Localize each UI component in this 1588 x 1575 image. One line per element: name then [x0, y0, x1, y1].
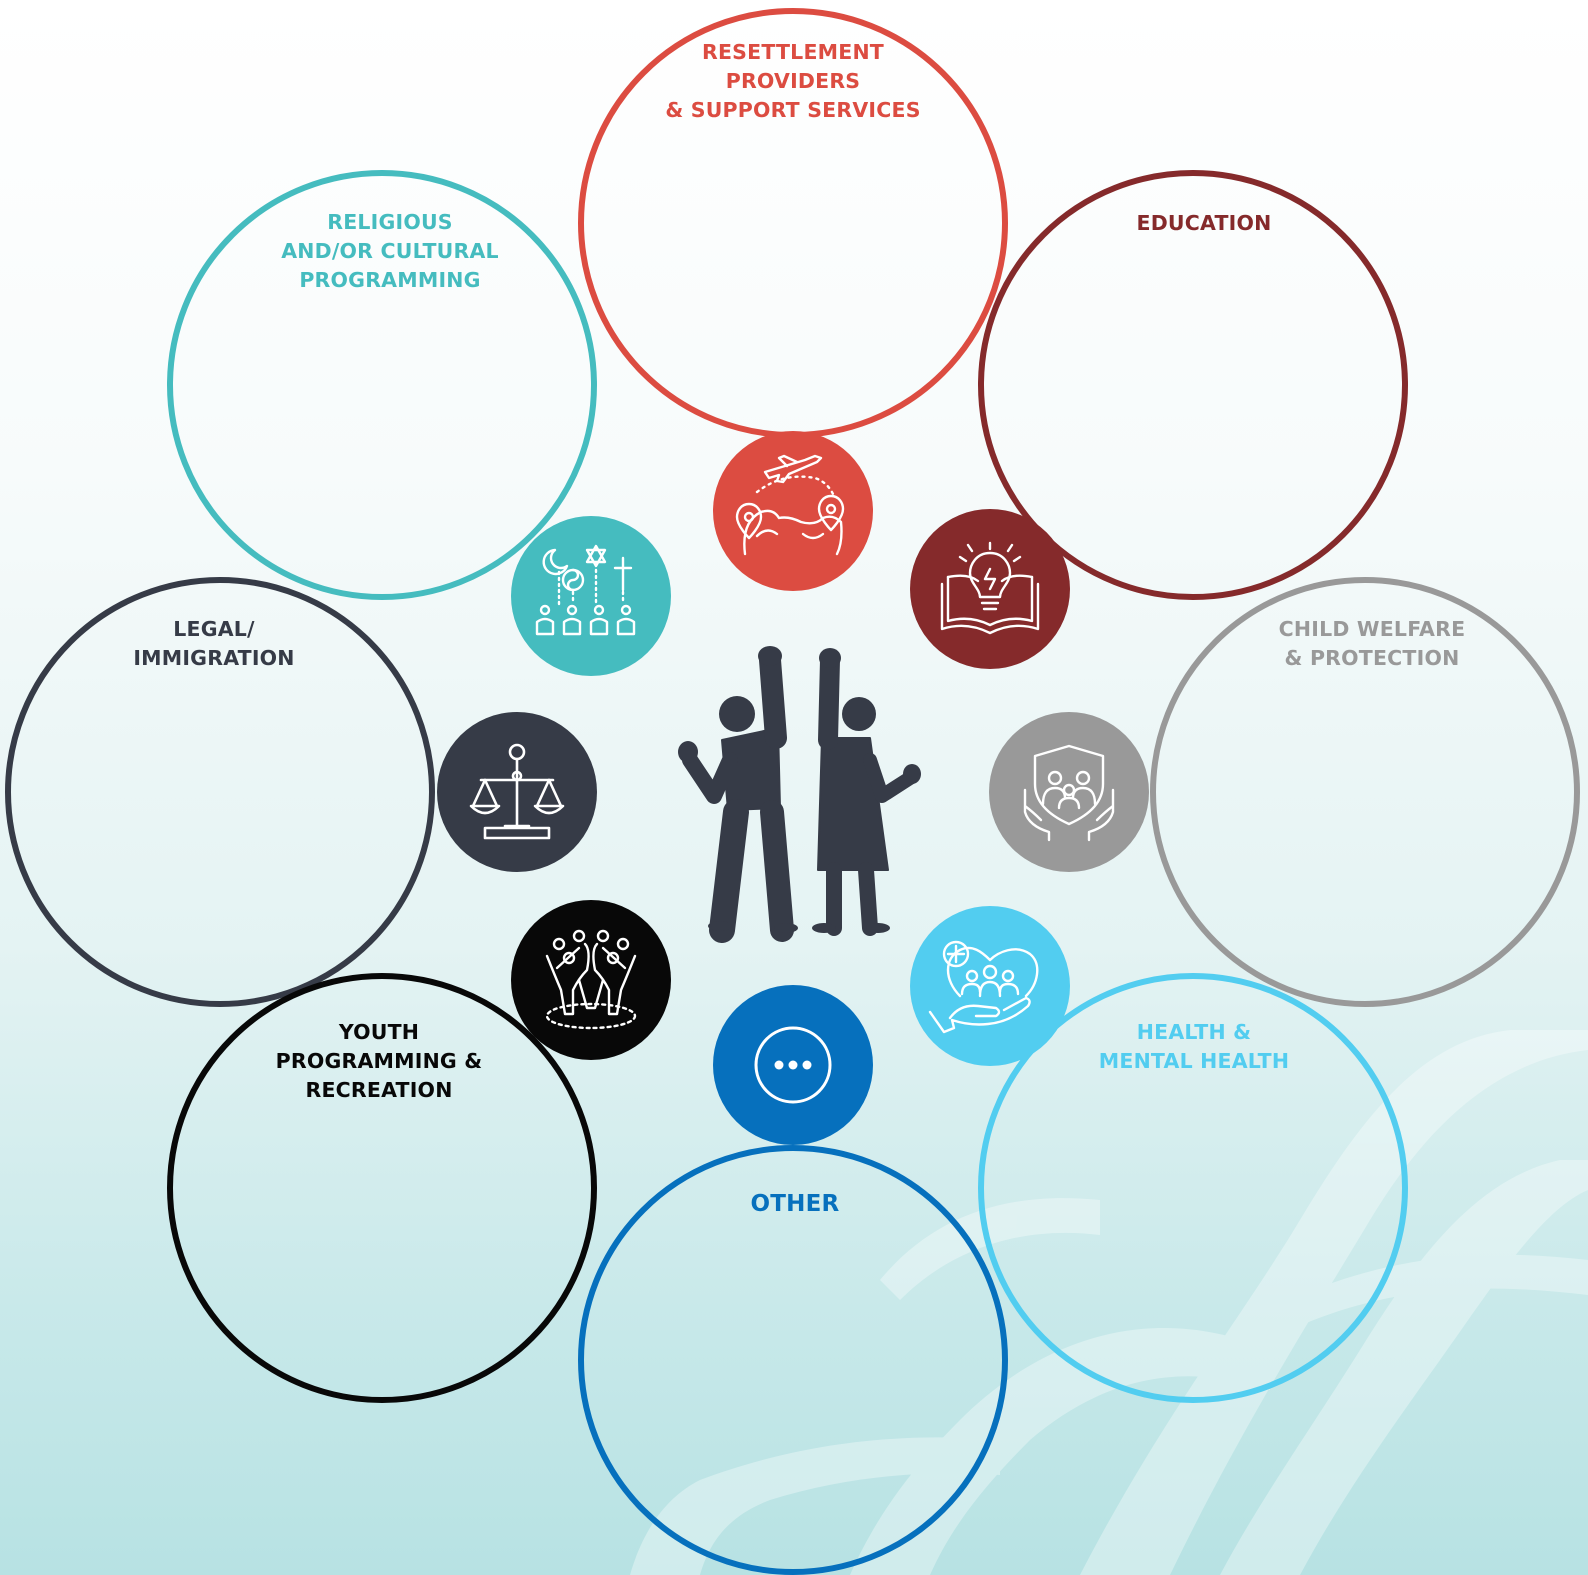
shield-hands-family-icon	[1023, 744, 1115, 842]
book-lightbulb-icon	[940, 541, 1040, 635]
ring-religious	[167, 170, 597, 600]
ring-child	[1150, 577, 1580, 1007]
ring-other	[578, 1145, 1008, 1575]
icon-discs	[437, 431, 1149, 1145]
disc-youth	[511, 900, 671, 1060]
ring-education	[978, 170, 1408, 600]
ring-youth	[167, 973, 597, 1403]
label-youth: YOUTH PROGRAMMING & RECREATION	[275, 1020, 483, 1102]
label-resettlement: RESETTLEMENT PROVIDERS & SUPPORT SERVICE…	[665, 40, 921, 122]
religious-symbols-people-icon	[535, 544, 636, 636]
people-circle-icon	[545, 929, 637, 1030]
background-waves	[630, 1030, 1588, 1575]
label-legal: LEGAL/ IMMIGRATION	[133, 617, 295, 670]
ring-legal	[5, 577, 435, 1007]
category-rings	[5, 8, 1580, 1575]
ring-health	[978, 973, 1408, 1403]
two-people-raised-fists-icon	[678, 646, 921, 943]
heart-hand-people-icon	[928, 940, 1039, 1034]
label-religious: RELIGIOUS AND/OR CULTURAL PROGRAMMING	[281, 210, 499, 292]
label-other: OTHER	[750, 1191, 840, 1217]
plane-map-icon	[735, 454, 845, 556]
label-health: HEALTH & MENTAL HEALTH	[1098, 1020, 1290, 1073]
disc-child	[989, 712, 1149, 872]
disc-religious	[511, 516, 671, 676]
scales-icon	[469, 743, 565, 840]
disc-resettlement	[713, 431, 873, 591]
label-child-welfare: CHILD WELFARE & PROTECTION	[1278, 617, 1466, 670]
disc-health	[910, 906, 1070, 1066]
ellipsis-icon	[754, 1026, 832, 1104]
label-education: EDUCATION	[1136, 211, 1272, 235]
